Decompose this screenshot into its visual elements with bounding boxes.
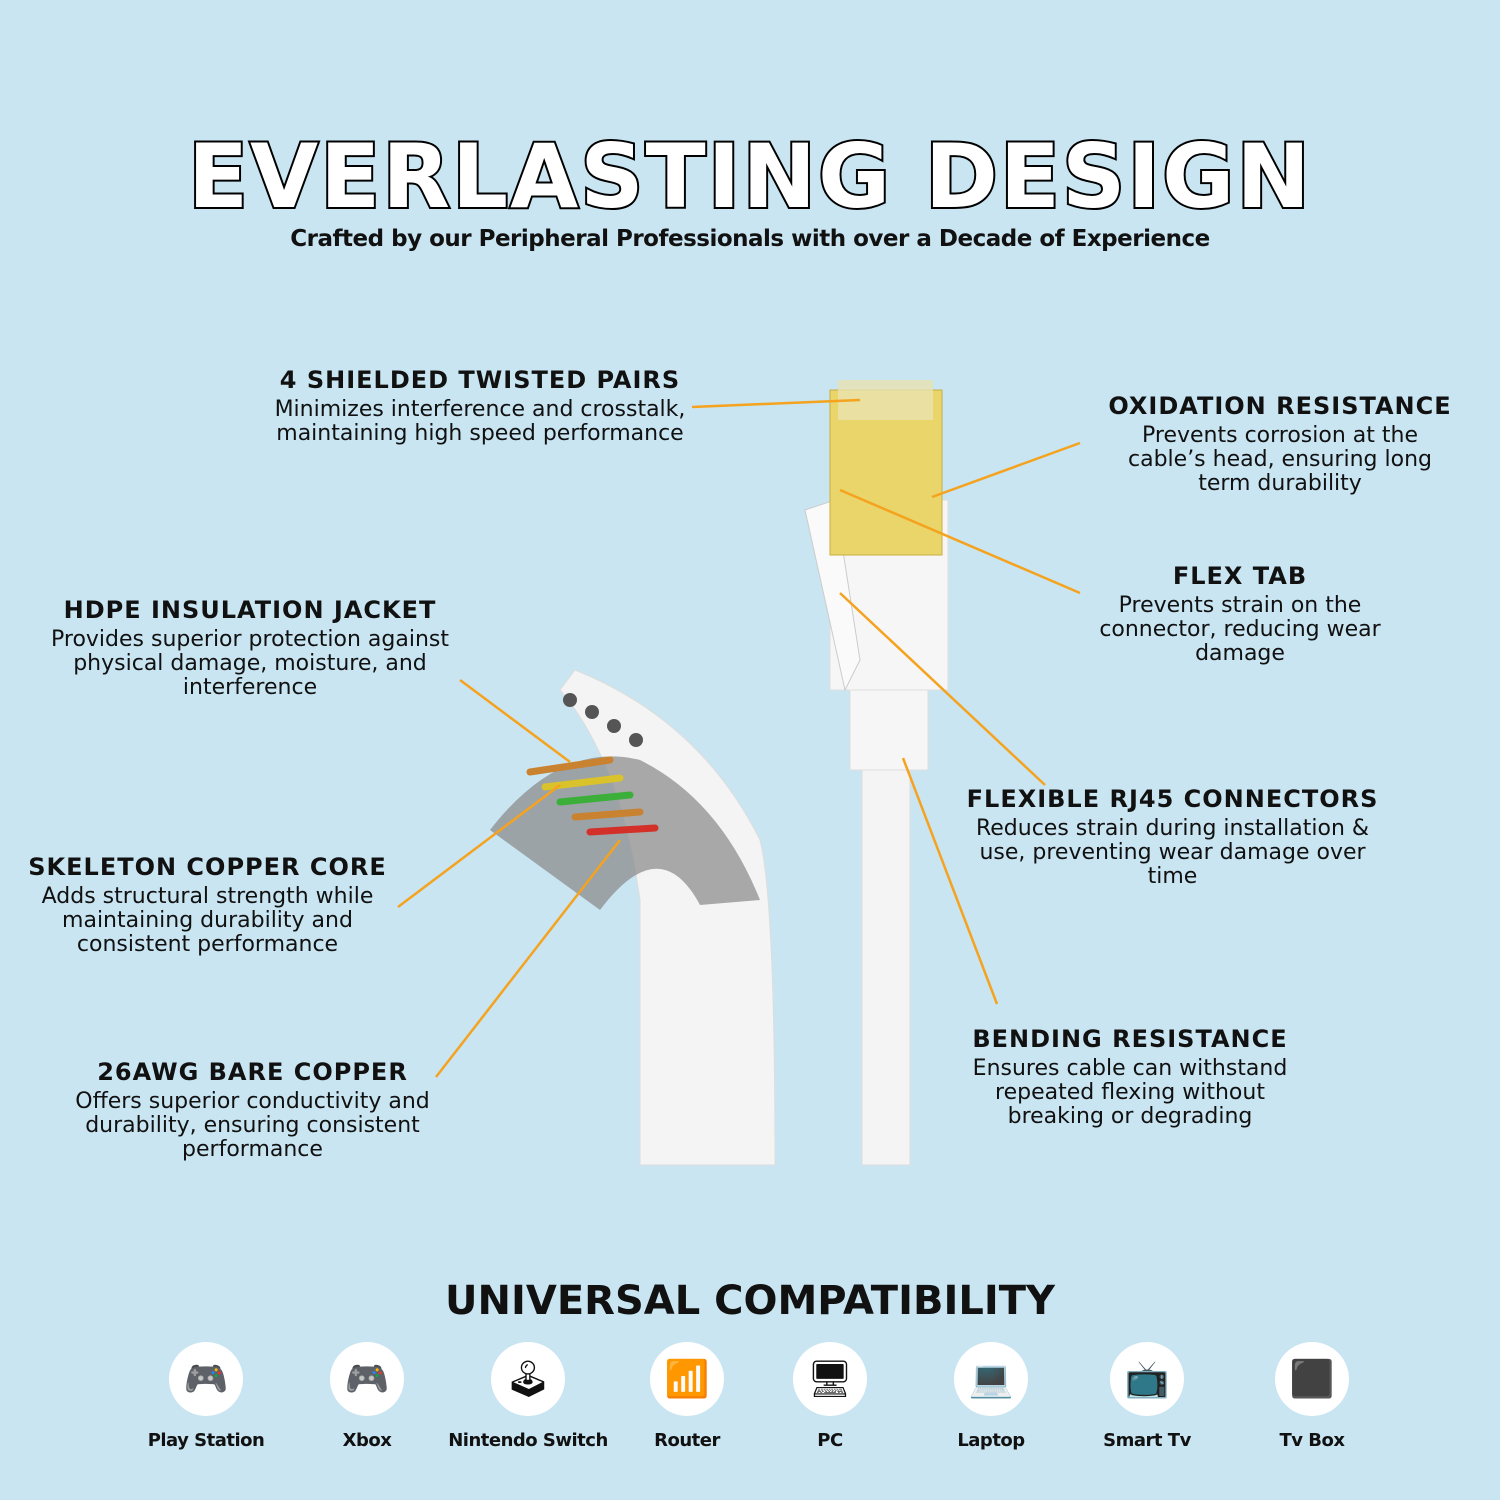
callout-text: Adds structural strength while maintaini…: [41, 884, 374, 957]
callout-hdpe: HDPE INSULATION JACKET Provides superior …: [50, 596, 450, 700]
smart-tv-icon: 📺: [1110, 1342, 1184, 1416]
callout-shielded-pairs: 4 SHIELDED TWISTED PAIRS Minimizes interf…: [270, 366, 690, 446]
callout-title: 26AWG BARE COPPER: [97, 1058, 408, 1086]
callout-title: OXIDATION RESISTANCE: [1108, 392, 1452, 420]
device-label: Xbox: [342, 1430, 392, 1451]
callout-flex-tab: FLEX TAB Prevents strain on the connector…: [1075, 562, 1405, 666]
device-playstation: 🎮 Play Station: [126, 1342, 286, 1451]
device-pc: 🖥 PC: [750, 1342, 910, 1451]
callout-text: Minimizes interference and crosstalk, ma…: [274, 397, 686, 446]
flat-cable-cross-section: [490, 669, 776, 1166]
callout-bare-copper: 26AWG BARE COPPER Offers superior conduct…: [75, 1058, 430, 1162]
device-label: Laptop: [957, 1430, 1025, 1451]
callout-text: Provides superior protection against phy…: [51, 627, 449, 700]
callout-text: Offers superior conductivity and durabil…: [75, 1089, 430, 1162]
device-label: PC: [817, 1430, 843, 1451]
gamepad-icon: 🎮: [169, 1342, 243, 1416]
device-label: Tv Box: [1279, 1430, 1345, 1451]
callout-bending: BENDING RESISTANCE Ensures cable can with…: [950, 1025, 1310, 1129]
callout-copper-core: SKELETON COPPER CORE Adds structural stre…: [25, 853, 390, 957]
callout-oxidation: OXIDATION RESISTANCE Prevents corrosion a…: [1100, 392, 1460, 496]
device-laptop: 💻 Laptop: [911, 1342, 1071, 1451]
rj45-connector: [804, 380, 949, 1166]
device-label: Smart Tv: [1103, 1430, 1191, 1451]
callout-title: BENDING RESISTANCE: [972, 1025, 1288, 1053]
callout-title: FLEX TAB: [1172, 562, 1308, 590]
compatibility-title: UNIVERSAL COMPATIBILITY: [445, 1278, 1055, 1324]
device-smart-tv: 📺 Smart Tv: [1067, 1342, 1227, 1451]
callout-text: Reduces strain during installation & use…: [975, 816, 1370, 889]
callout-rj45: FLEXIBLE RJ45 CONNECTORS Reduces strain d…: [965, 785, 1380, 889]
callout-title: FLEXIBLE RJ45 CONNECTORS: [966, 785, 1379, 813]
device-tv-box: ⬛ Tv Box: [1232, 1342, 1392, 1451]
laptop-icon: 💻: [954, 1342, 1028, 1416]
page-subtitle: Crafted by our Peripheral Professionals …: [290, 226, 1210, 252]
leader-lines: [397, 398, 1081, 1078]
switch-console-icon: 🕹: [491, 1342, 565, 1416]
callout-text: Ensures cable can withstand repeated fle…: [972, 1056, 1288, 1129]
device-xbox: 🎮 Xbox: [287, 1342, 447, 1451]
tv-box-icon: ⬛: [1275, 1342, 1349, 1416]
callout-title: SKELETON COPPER CORE: [28, 853, 387, 881]
device-router: 📶 Router: [607, 1342, 767, 1451]
callout-title: 4 SHIELDED TWISTED PAIRS: [279, 366, 681, 394]
page-title: EVERLASTING DESIGN: [186, 123, 1313, 230]
callout-title: HDPE INSULATION JACKET: [63, 596, 437, 624]
xbox-controller-icon: 🎮: [330, 1342, 404, 1416]
pc-tower-icon: 🖥: [793, 1342, 867, 1416]
router-icon: 📶: [650, 1342, 724, 1416]
callout-text: Prevents strain on the connector, reduci…: [1099, 593, 1381, 666]
device-label: Play Station: [147, 1430, 265, 1451]
device-switch: 🕹 Nintendo Switch: [448, 1342, 608, 1451]
device-label: Nintendo Switch: [448, 1430, 608, 1451]
callout-text: Prevents corrosion at the cable’s head, …: [1128, 423, 1432, 496]
device-label: Router: [654, 1430, 720, 1451]
